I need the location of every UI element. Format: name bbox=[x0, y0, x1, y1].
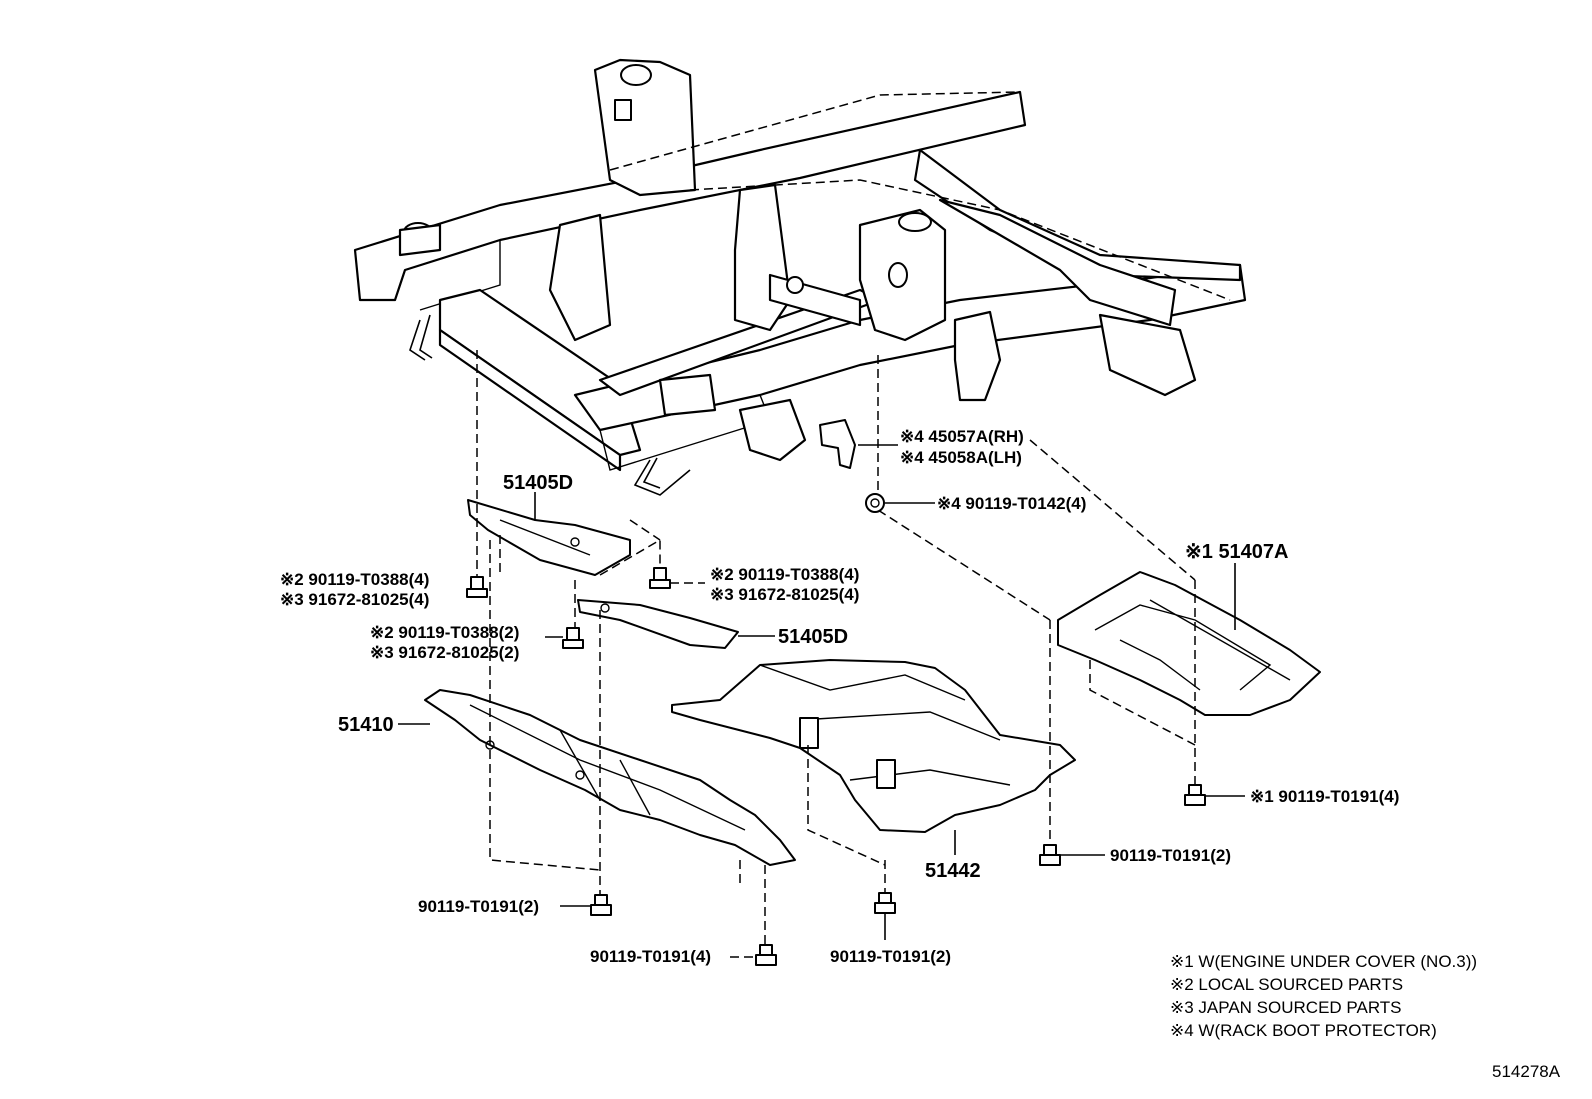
label-bolt-right-t0388: ※2 90119-T0388(4) bbox=[710, 565, 859, 584]
diagram-id: 514278A bbox=[1492, 1062, 1561, 1081]
note-2: ※2 LOCAL SOURCED PARTS bbox=[1170, 975, 1403, 994]
bolt-right-4 bbox=[649, 567, 705, 589]
label-cover-51407a: ※1 51407A bbox=[1185, 541, 1289, 563]
label-bolt-t0142: ※4 90119-T0142(4) bbox=[937, 494, 1086, 513]
bolt-left-4 bbox=[466, 576, 488, 598]
label-bolt-t0191-left2: 90119-T0191(2) bbox=[418, 897, 539, 916]
note-4: ※4 W(RACK BOOT PROTECTOR) bbox=[1170, 1021, 1437, 1040]
bolt-t0191-mid2 bbox=[1039, 844, 1105, 866]
cover-51405d-mid bbox=[577, 599, 775, 649]
label-bolt-right-81025: ※3 91672-81025(4) bbox=[710, 585, 859, 604]
bolt-t0191-left4 bbox=[730, 944, 777, 966]
label-bolt-center-t0388: ※2 90119-T0388(2) bbox=[370, 623, 519, 642]
label-bolt-t0191-left4: 90119-T0191(4) bbox=[590, 947, 711, 966]
label-bolt-center-81025: ※3 91672-81025(2) bbox=[370, 643, 519, 662]
label-bracket-lh: ※4 45058A(LH) bbox=[900, 448, 1022, 467]
cover-51405d-top bbox=[467, 492, 631, 576]
bolt-t0191-center2 bbox=[874, 892, 896, 940]
bracket-45057a bbox=[819, 419, 898, 469]
label-bolt-t0191-right4: ※1 90119-T0191(4) bbox=[1250, 787, 1399, 806]
bolt-t0191-left2 bbox=[560, 894, 612, 916]
bolt-t0191-right4 bbox=[1184, 784, 1245, 806]
label-bolt-t0191-mid2: 90119-T0191(2) bbox=[1110, 846, 1231, 865]
label-cover-51410: 51410 bbox=[338, 714, 394, 736]
assembly-lines bbox=[476, 350, 1196, 945]
label-cover-51442: 51442 bbox=[925, 860, 981, 882]
notes-legend: ※1 W(ENGINE UNDER COVER (NO.3)) ※2 LOCAL… bbox=[1170, 952, 1477, 1040]
label-bracket-rh: ※4 45057A(RH) bbox=[900, 427, 1024, 446]
label-bolt-left-81025: ※3 91672-81025(4) bbox=[280, 590, 429, 609]
cover-51442 bbox=[671, 659, 1076, 855]
cover-51410 bbox=[398, 689, 796, 866]
note-1: ※1 W(ENGINE UNDER COVER (NO.3)) bbox=[1170, 952, 1477, 971]
label-cover-51405d-top: 51405D bbox=[503, 472, 573, 494]
label-bolt-left-t0388: ※2 90119-T0388(4) bbox=[280, 570, 429, 589]
bolt-t0142 bbox=[865, 493, 935, 513]
bolt-center-2 bbox=[545, 627, 584, 649]
note-3: ※3 JAPAN SOURCED PARTS bbox=[1170, 998, 1402, 1017]
label-bolt-t0191-center2: 90119-T0191(2) bbox=[830, 947, 951, 966]
label-cover-51405d-mid: 51405D bbox=[778, 626, 848, 648]
cover-51407a bbox=[1057, 563, 1321, 716]
vehicle-frame bbox=[353, 58, 1247, 496]
